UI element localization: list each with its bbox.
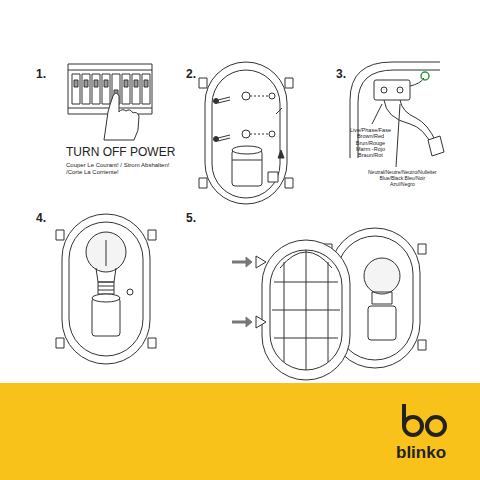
mounting-screws	[214, 93, 285, 158]
fixing-screws	[232, 256, 266, 328]
label-holder: 5.	[186, 212, 196, 226]
pointing-hand	[104, 93, 139, 140]
label-holder: Couper Le Courant! / Strom Abshalten! /C…	[66, 162, 178, 176]
label-holder: Neutral/Neutre/Neutro/Nulleiter Blue/Bla…	[368, 170, 437, 187]
housing-back	[199, 62, 293, 204]
label-holder: 3.	[336, 68, 346, 82]
glass-cage	[262, 240, 350, 380]
step-number: 3.	[336, 68, 346, 82]
label-holder: 2.	[186, 68, 196, 82]
wiring-detail	[350, 62, 444, 167]
label-holder: 1.	[36, 68, 46, 82]
warning-translation: Couper Le Courant! / Strom Abshalten! /C…	[66, 162, 178, 176]
brand-band: blinko	[0, 383, 480, 480]
wire-label: Neutral/Neutre/Neutro/Nulleiter Blue/Bla…	[368, 170, 437, 187]
warning-title: TURN OFF POWER	[66, 146, 175, 160]
text-holder: blinko	[396, 443, 446, 463]
housing-with-bulb	[56, 214, 156, 364]
step-number: 1.	[36, 68, 46, 82]
step-number: 2.	[186, 68, 196, 82]
label-holder: 4.	[36, 212, 46, 226]
wire-label: Live/Phase/Fase Brown/Red Brun/Rouge Mar…	[350, 127, 391, 159]
step-number: 4.	[36, 212, 46, 226]
brand-band-fill	[0, 383, 480, 480]
brand-logo	[404, 404, 445, 435]
step-number: 5.	[186, 212, 196, 226]
label-holder: Live/Phase/Fase Brown/Red Brun/Rouge Mar…	[350, 127, 391, 159]
label-holder: TURN OFF POWER	[66, 146, 175, 160]
brand-name: blinko	[396, 443, 446, 463]
